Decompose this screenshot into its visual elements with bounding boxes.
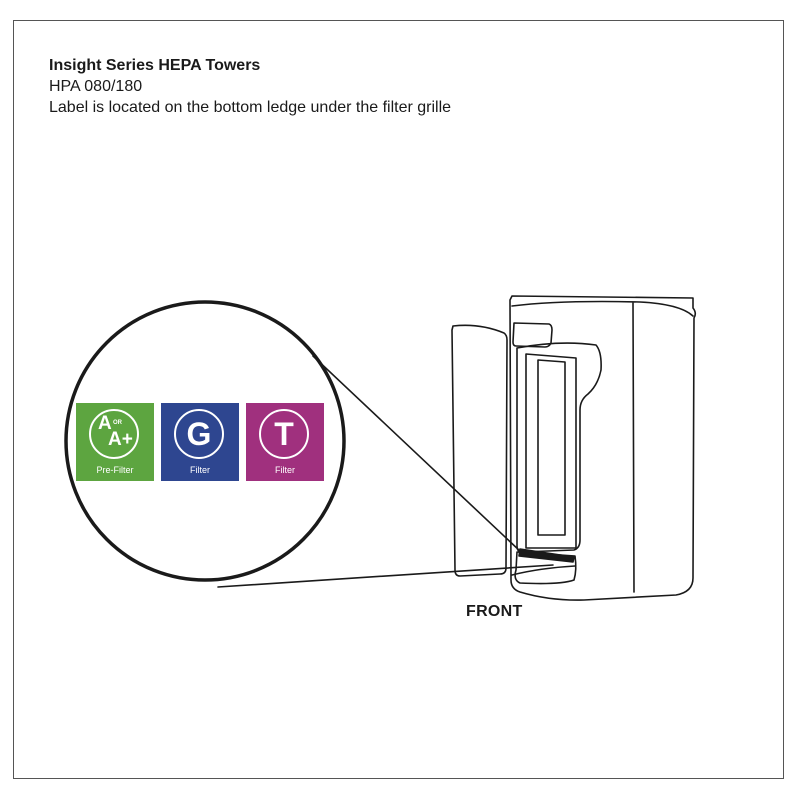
filter-label-stripe xyxy=(518,548,575,563)
badge-g-ring: G xyxy=(174,409,224,459)
badge-prefilter-caption: Pre-Filter xyxy=(96,465,134,475)
heading-block: Insight Series HEPA Towers HPA 080/180 L… xyxy=(49,56,451,118)
badge-g-letter: G xyxy=(186,416,212,452)
tower-side-seam xyxy=(632,302,635,593)
tower-body-outline xyxy=(509,295,697,601)
badge-t: T Filter xyxy=(246,403,324,481)
callout-line-top xyxy=(312,355,522,553)
badge-t-caption: Filter xyxy=(275,465,295,475)
badge-prefilter-letter-a: A xyxy=(98,413,112,434)
badge-prefilter-ring: A OR A+ xyxy=(89,409,139,459)
diagram-title: Insight Series HEPA Towers xyxy=(49,57,261,74)
badge-g-caption: Filter xyxy=(190,465,210,475)
magnifier-circle xyxy=(64,300,346,582)
model-number: HPA 080/180 xyxy=(49,78,143,95)
badge-prefilter: A OR A+ Pre-Filter xyxy=(76,403,154,481)
badge-t-ring: T xyxy=(259,409,309,459)
badge-t-letter: T xyxy=(274,416,294,452)
bottom-ledge xyxy=(514,551,577,585)
front-label: FRONT xyxy=(466,603,523,620)
badge-prefilter-or: OR xyxy=(113,420,122,426)
filter-frame-inner xyxy=(537,359,566,536)
ledge-front-lip xyxy=(511,565,576,576)
location-note: Label is located on the bottom ledge und… xyxy=(49,99,452,116)
tower-top-rim xyxy=(511,300,694,317)
callout-line-bottom xyxy=(217,564,554,588)
tower-handle xyxy=(512,322,553,348)
filter-frame-outer xyxy=(525,353,577,549)
tower-front-recess xyxy=(516,342,602,553)
badge-g: G Filter xyxy=(161,403,239,481)
diagram-frame xyxy=(13,20,784,779)
front-grille-panel xyxy=(451,324,508,577)
badge-prefilter-letter-aplus: A+ xyxy=(108,429,133,450)
